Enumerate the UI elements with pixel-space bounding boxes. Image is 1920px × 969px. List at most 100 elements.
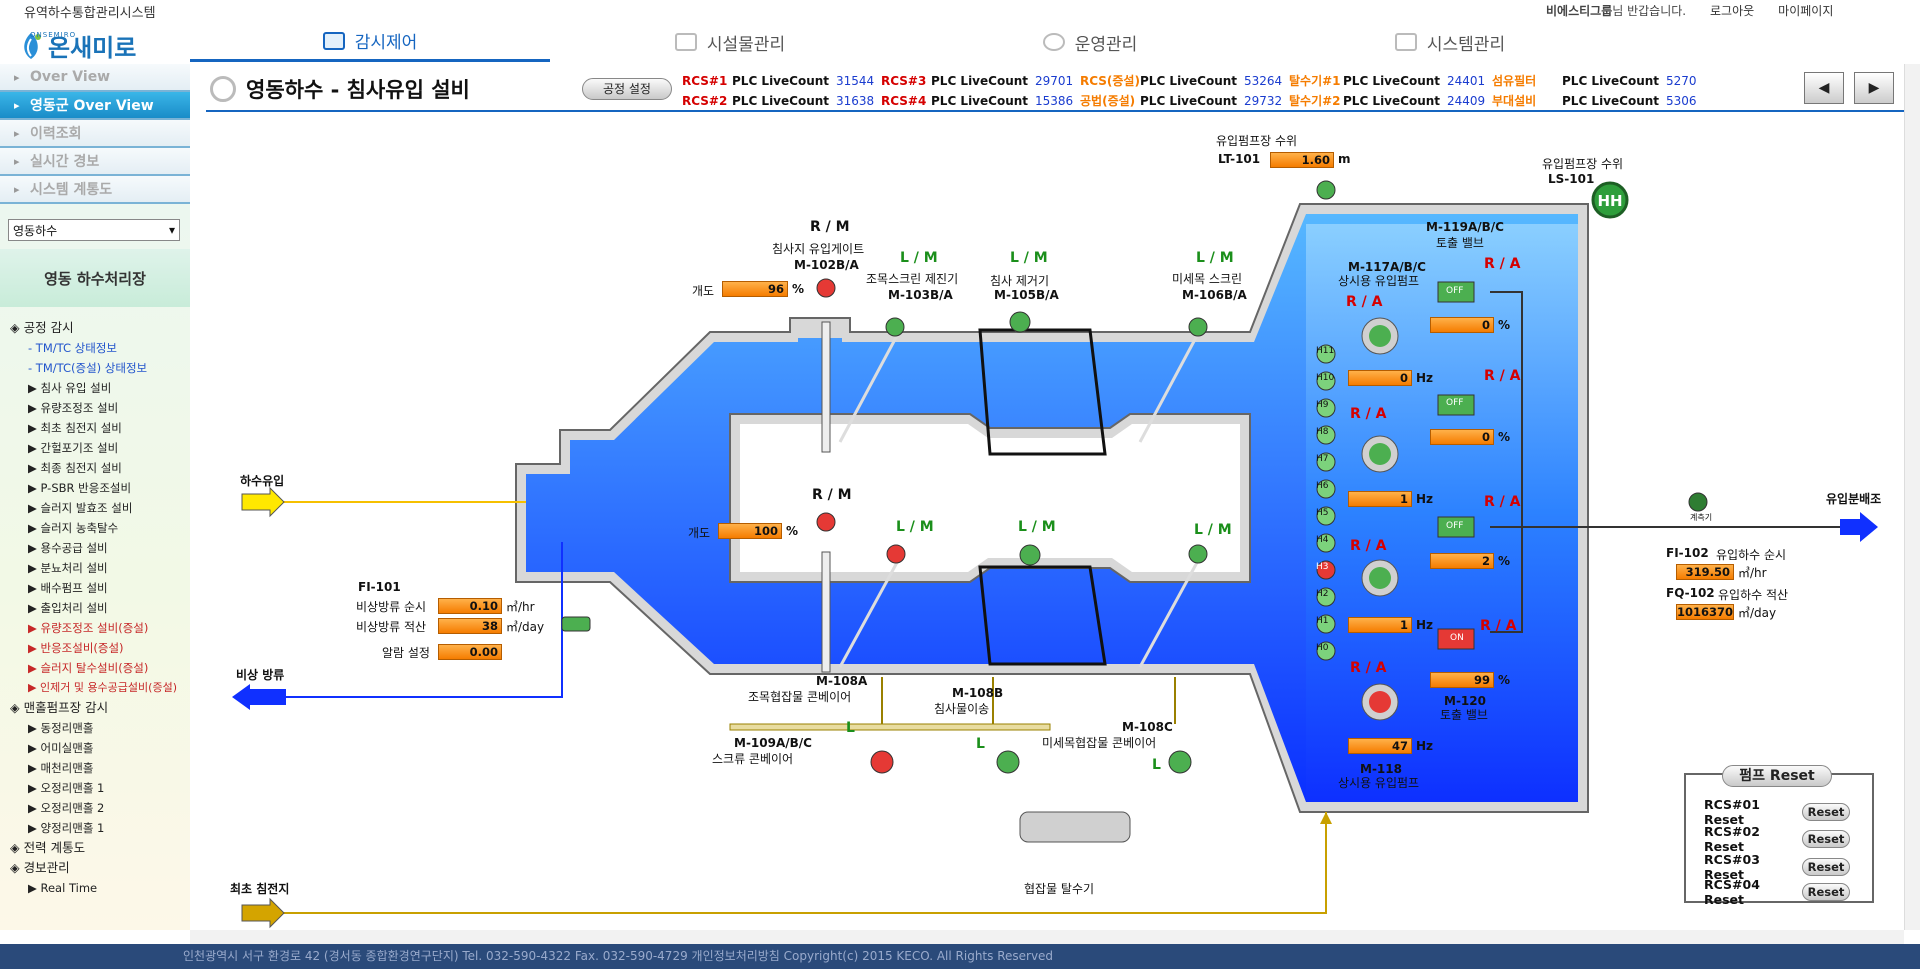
tree-item[interactable]: ▶ 슬러지 발효조 설비 [28, 501, 133, 515]
valve-state: ON [1450, 633, 1464, 643]
calendar-icon [1394, 33, 1417, 51]
tree-item-ext[interactable]: ▶ 반응조설비(증설) [28, 641, 124, 655]
sidebar-menu: Over View 영동군 Over View 이력조회 실시간 경보 시스템 … [0, 64, 190, 204]
next-page-button[interactable]: ▶ [1854, 72, 1894, 104]
tree-item[interactable]: ▶ 분뇨처리 설비 [28, 561, 108, 575]
plc-label: PLC LiveCount [1343, 74, 1441, 88]
plc-name: 부대설비 [1492, 94, 1537, 108]
tree-item[interactable]: ▶ 최종 침전지 설비 [28, 461, 122, 475]
m118-name: 상시용 유입펌프 [1338, 776, 1420, 790]
m105-tag: M-105B/A [994, 288, 1059, 302]
sidebar-item-history[interactable]: 이력조회 [0, 120, 190, 148]
sidebar-item-system-diagram[interactable]: 시스템 계통도 [0, 176, 190, 204]
ring-title-icon [210, 76, 236, 102]
pump-hz-value: 47 [1348, 738, 1412, 754]
fq102-unit: ㎥/day [1738, 606, 1777, 620]
plc-name: RCS#1 [682, 74, 728, 88]
horizontal-scrollbar[interactable] [190, 930, 1904, 944]
prev-page-button[interactable]: ◀ [1804, 72, 1844, 104]
tree-item[interactable]: ▶ 배수펌프 설비 [28, 581, 108, 595]
m108b-name: 침사물이송 [934, 702, 990, 716]
tree-item-manhole[interactable]: ▶ 동정리맨홀 [28, 721, 94, 735]
tree-item[interactable]: ▶ 간헐포기조 설비 [28, 441, 119, 455]
tree-item[interactable]: ▶ 용수공급 설비 [28, 541, 108, 555]
tree-item[interactable]: ▶ 침사 유입 설비 [28, 381, 112, 395]
m108a-name: 조목협잡물 콘베이어 [748, 690, 852, 704]
tree-item[interactable]: ▶ 유량조정조 설비 [28, 401, 119, 415]
screen-motor-icon [1188, 544, 1208, 564]
rcs01-reset-button[interactable]: Reset [1802, 803, 1850, 821]
m102-mode: R / M [810, 219, 850, 235]
tab-monitoring[interactable]: 감시제어 [190, 22, 550, 62]
m119-tag: M-119A/B/C [1426, 220, 1504, 234]
m108c-tag: M-108C [1122, 720, 1173, 734]
tree-item[interactable]: ▶ P-SBR 반응조설비 [28, 481, 132, 495]
bypass-pipe [250, 542, 563, 698]
m119-name: 토출 밸브 [1436, 236, 1484, 250]
tree-item-label: 간헐포기조 설비 [40, 441, 119, 455]
tab-facility[interactable]: 시설물관리 [550, 22, 910, 62]
tree-item-ext[interactable]: ▶ 슬러지 탈수설비(증설) [28, 661, 149, 675]
vertical-scrollbar[interactable] [1904, 64, 1920, 930]
tree-item-manhole[interactable]: ▶ 오정리맨홀 1 [28, 781, 105, 795]
inflow-arrow-icon [241, 486, 285, 518]
monitor-check-icon [322, 31, 345, 50]
sidebar-item-overview[interactable]: Over View [0, 64, 190, 92]
tab-system[interactable]: 시스템관리 [1270, 22, 1630, 62]
plc-name: 섬유필터 [1492, 74, 1537, 88]
welcome-suffix: 님 반갑습니다. [1612, 4, 1687, 18]
tree-header-alarm[interactable]: ◈ 경보관리 [10, 860, 70, 875]
sidebar-item-realtime-alarm[interactable]: 실시간 경보 [0, 148, 190, 176]
tab-operation[interactable]: 운영관리 [910, 22, 1270, 62]
tree-item-manhole[interactable]: ▶ 어미실맨홀 [28, 741, 94, 755]
m102-open-value: 96 [722, 281, 788, 297]
lower-fine-mode: L / M [1194, 522, 1232, 538]
motor-icon [996, 750, 1020, 774]
level-tag: H11 [1316, 346, 1335, 356]
alarm-setting-value[interactable]: 0.00 [438, 644, 502, 660]
sidebar-item-county-overview[interactable]: 영동군 Over View [0, 92, 190, 120]
tree-item-ext[interactable]: ▶ 유량조정조 설비(증설) [28, 621, 149, 635]
tree-item[interactable]: ▶ 슬러지 농축탈수 [28, 521, 119, 535]
fi102-value: 319.50 [1676, 564, 1734, 580]
tree-item-ext[interactable]: ▶ 인제거 및 용수공급설비(증설) [28, 681, 177, 694]
level-lamp [1316, 425, 1336, 445]
m102-name: 침사지 유입게이트 [772, 242, 865, 256]
tree-item-manhole[interactable]: ▶ 양정리맨홀 1 [28, 821, 105, 835]
logo[interactable]: 온새미로 [18, 28, 136, 63]
fi102-unit: ㎥/hr [1738, 566, 1767, 580]
tree-header-process[interactable]: ◈ 공정 감시 [10, 320, 74, 335]
rcs03-reset-button[interactable]: Reset [1802, 858, 1850, 876]
logout-link[interactable]: 로그아웃 [1710, 4, 1755, 18]
process-setting-button[interactable]: 공정 설정 [582, 78, 672, 100]
bypass-arrow-icon [232, 684, 286, 710]
valve-pct-value: 0 [1430, 429, 1494, 445]
rcs02-reset-button[interactable]: Reset [1802, 830, 1850, 848]
plc-label: PLC LiveCount [1562, 94, 1660, 108]
valve-icon [1437, 516, 1475, 538]
tree-item[interactable]: ▶ 최초 침전지 설비 [28, 421, 122, 435]
tree-item-manhole[interactable]: ▶ 오정리맨홀 2 [28, 801, 105, 815]
plant-select[interactable]: 영동하수▾ [8, 219, 180, 241]
tree-item-manhole[interactable]: ▶ 매천리맨홀 [28, 761, 94, 775]
lower-grit-mode: L / M [1018, 519, 1056, 535]
tree-header-manhole[interactable]: ◈ 맨홀펌프장 감시 [10, 700, 109, 715]
level-lamp [1316, 533, 1336, 553]
fq102-value: 1016370 [1676, 604, 1734, 620]
tree-item-label: 유량조정조 설비 [40, 401, 119, 415]
fine-screen-upper [1138, 329, 1202, 443]
tree-header-label: 경보관리 [23, 860, 70, 875]
rcs04-reset-button[interactable]: Reset [1802, 883, 1850, 901]
mypage-link[interactable]: 마이페이지 [1778, 4, 1834, 18]
level-tag: H4 [1316, 535, 1329, 545]
tree-item-tmtc[interactable]: - TM/TC 상태정보 [28, 341, 117, 355]
bypass-total-value: 38 [438, 618, 502, 634]
tree-item-tmtc-ext[interactable]: - TM/TC(증설) 상태정보 [28, 361, 148, 375]
tree-header-power[interactable]: ◈ 전력 계통도 [10, 840, 86, 855]
tree-item[interactable]: ▶ 출입처리 설비 [28, 601, 108, 615]
pump-mode: R / A [1350, 406, 1387, 422]
tree-header-label: 전력 계통도 [23, 840, 86, 855]
tree-item-realtime[interactable]: ▶ Real Time [28, 881, 98, 895]
level-tag: H2 [1316, 589, 1329, 599]
bypass-flow-value: 0.10 [438, 598, 502, 614]
